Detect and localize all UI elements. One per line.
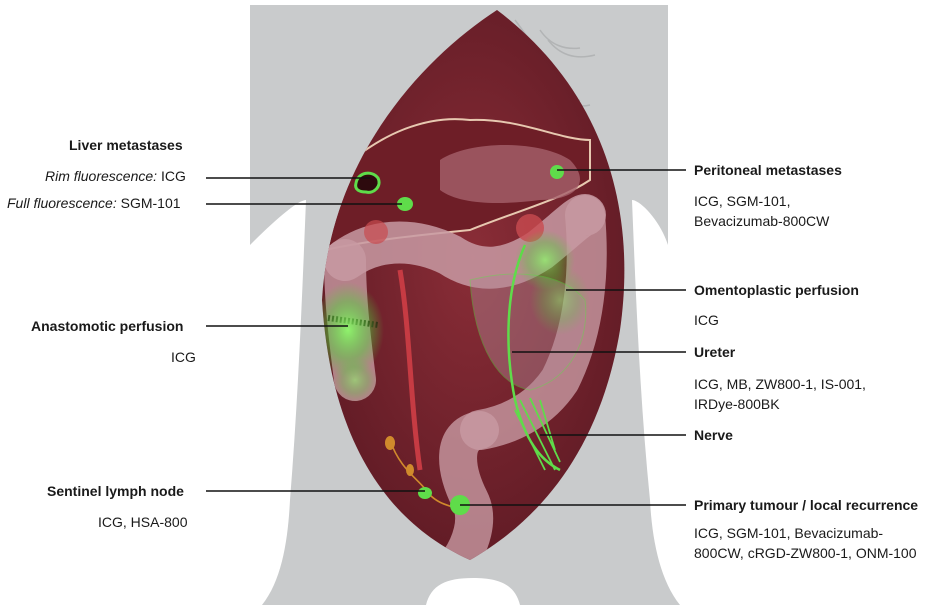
ureter-agents-line1: ICG, MB, ZW800-1, IS-001, [694, 374, 866, 394]
full-fluorescence-agent: SGM-101 [121, 195, 181, 211]
ureter-agents-line2: IRDye-800BK [694, 394, 866, 414]
full-fluorescence-prefix: Full fluorescence: [7, 195, 117, 211]
omentum-glow [530, 265, 590, 335]
peritoneal-agents-line2: Bevacizumab-800CW [694, 211, 829, 231]
lymph-node [385, 436, 395, 450]
sentinel-lymph-node-agents: ICG, HSA-800 [98, 514, 187, 531]
primary-agents-line2: 800CW, cRGD-ZW800-1, ONM-100 [694, 543, 917, 563]
anastomotic-perfusion-title: Anastomotic perfusion [31, 318, 183, 335]
ureter-title: Ureter [694, 344, 735, 361]
peritoneal-metastases-title: Peritoneal metastases [694, 162, 842, 179]
organ-patch [364, 220, 388, 244]
sentinel-lymph-node-title: Sentinel lymph node [47, 483, 184, 500]
rim-fluorescence-prefix: Rim fluorescence: [45, 168, 157, 184]
peritoneal-metastasis [550, 165, 564, 179]
liver-full-fluorescence: Full fluorescence: SGM-101 [7, 195, 181, 212]
primary-agents-line1: ICG, SGM-101, Bevacizumab- [694, 523, 917, 543]
omentoplastic-perfusion-agents: ICG [694, 312, 719, 329]
colon-glow [333, 358, 377, 402]
peritoneal-agents-line1: ICG, SGM-101, [694, 191, 829, 211]
nerve-title: Nerve [694, 427, 733, 444]
primary-tumour-title: Primary tumour / local recurrence [694, 497, 918, 514]
lymph-node [406, 464, 414, 476]
rim-fluorescence-agent: ICG [161, 168, 186, 184]
rim-fluorescence-lesion [356, 173, 379, 192]
anastomotic-perfusion-agents: ICG [171, 349, 196, 366]
sentinel-node [418, 487, 432, 499]
omentoplastic-perfusion-title: Omentoplastic perfusion [694, 282, 859, 299]
liver-metastases-title: Liver metastases [69, 137, 183, 154]
peritoneal-metastases-agents: ICG, SGM-101, Bevacizumab-800CW [694, 191, 829, 231]
sigmoid-colon [458, 430, 480, 560]
ureter-agents: ICG, MB, ZW800-1, IS-001, IRDye-800BK [694, 374, 866, 414]
primary-tumour-agents: ICG, SGM-101, Bevacizumab- 800CW, cRGD-Z… [694, 523, 917, 563]
liver-rim-fluorescence: Rim fluorescence: ICG [45, 168, 186, 185]
